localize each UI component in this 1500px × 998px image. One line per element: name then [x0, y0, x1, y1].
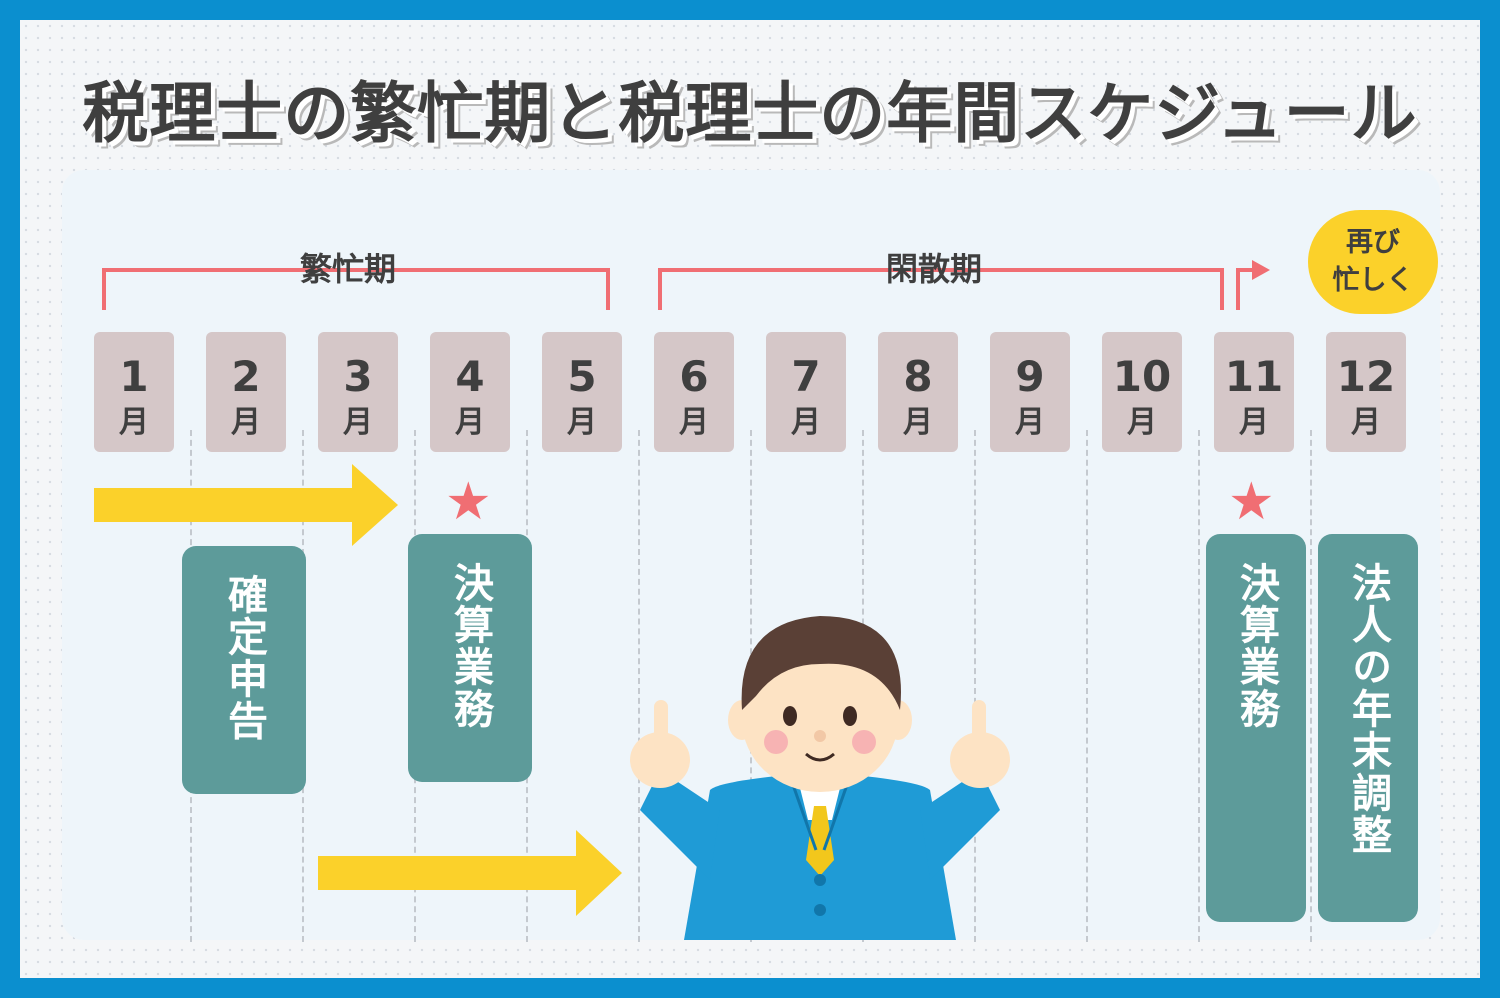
again-busy-bubble: 再び 忙しく [1308, 210, 1438, 314]
month-number: 9 [1015, 352, 1045, 401]
month-unit: 月 [903, 405, 933, 440]
grid-line [974, 430, 976, 942]
month-unit: 月 [791, 405, 821, 440]
month-number: 2 [231, 352, 261, 401]
star-icon: ★ [445, 472, 492, 532]
idle-period-label: 閑散期 [886, 250, 983, 288]
month-unit: 月 [231, 405, 261, 440]
month-unit: 月 [1239, 405, 1269, 440]
task-tax-return: 確定申告 [182, 546, 306, 794]
task-label: 決算業務 [1233, 562, 1279, 730]
month-unit: 月 [1351, 405, 1381, 440]
diagram-graphics [94, 260, 1270, 916]
task-label: 法人の年末調整 [1345, 562, 1391, 856]
busy-bracket [102, 268, 610, 310]
month-number: 8 [903, 352, 933, 401]
grid-line [1310, 430, 1312, 942]
bubble-line: 忙しく [1332, 265, 1414, 296]
month-unit: 月 [1127, 405, 1157, 440]
task-label: 確定申告 [221, 574, 267, 742]
month-number: 4 [455, 352, 485, 401]
again-busy-arrow [1236, 260, 1270, 310]
month-box: 10 月 [1102, 332, 1182, 452]
task-label: 決算業務 [447, 562, 493, 730]
month-unit: 月 [1015, 405, 1045, 440]
busy-period-label: 繁忙期 [300, 250, 397, 288]
month-number: 3 [343, 352, 373, 401]
task-year-end-adjustment: 法人の年末調整 [1318, 534, 1418, 922]
month-unit: 月 [679, 405, 709, 440]
page-title: 税理士の繁忙期と税理士の年間スケジュール [82, 75, 1418, 152]
businessman-illustration [630, 616, 1010, 940]
yellow-arrow-bottom [318, 830, 622, 916]
month-unit: 月 [567, 405, 597, 440]
month-unit: 月 [455, 405, 485, 440]
month-number: 1 [119, 352, 149, 401]
month-number: 12 [1336, 352, 1396, 401]
month-number: 7 [791, 352, 821, 401]
star-icon: ★ [1228, 472, 1275, 532]
grid-line [1086, 430, 1088, 942]
month-unit: 月 [343, 405, 373, 440]
month-number: 11 [1224, 352, 1284, 401]
month-number: 6 [679, 352, 709, 401]
grid-line [638, 430, 640, 942]
month-box: 11 月 [1214, 332, 1294, 452]
month-number: 10 [1112, 352, 1172, 401]
month-box: 12 月 [1326, 332, 1406, 452]
idle-bracket [658, 268, 1224, 310]
grid-line [1198, 430, 1200, 942]
month-unit: 月 [119, 405, 149, 440]
yellow-arrow-top [94, 464, 398, 546]
task-settlement-november: 決算業務 [1206, 534, 1306, 922]
bubble-line: 再び [1346, 227, 1400, 258]
task-settlement-april: 決算業務 [408, 534, 532, 782]
month-number: 5 [567, 352, 597, 401]
canvas: 税理士の繁忙期と税理士の年間スケジュール [20, 20, 1480, 978]
